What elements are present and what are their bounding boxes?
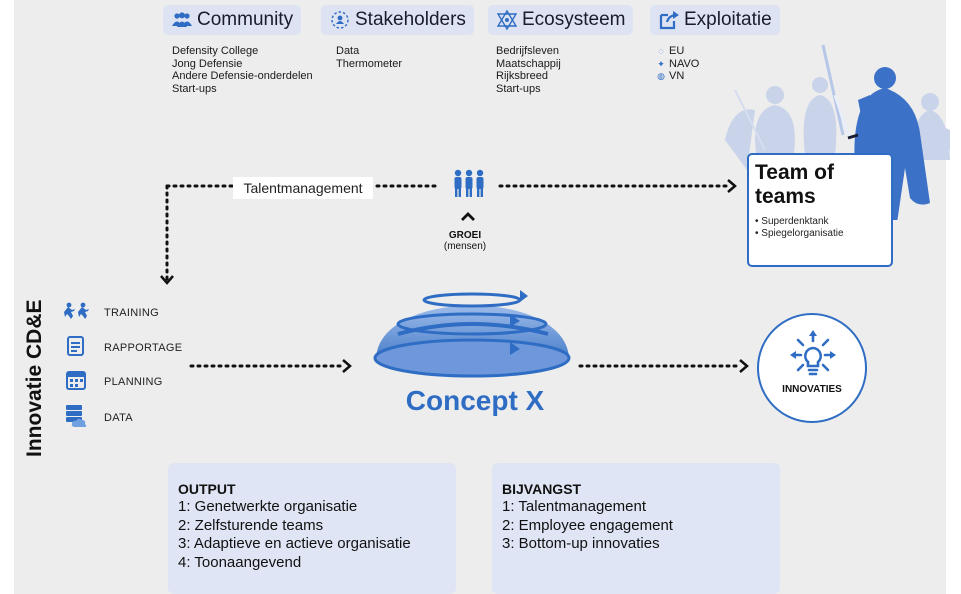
un-emblem-icon: ◍ (657, 71, 665, 81)
input-training: TRAINING (62, 302, 159, 324)
team-bullets: • Superdenktank • Spiegelorganisatie (755, 216, 885, 240)
bijvangst-panel: BIJVANGST 1: Talentmanagement 2: Employe… (492, 463, 780, 594)
list-item: • Superdenktank (755, 216, 829, 227)
concept-dome (373, 290, 571, 378)
panel-title: BIJVANGST (502, 481, 582, 497)
eu-stars-icon: ◌ (658, 46, 664, 56)
community-list: Defensity College Jong Defensie Andere D… (172, 45, 313, 95)
list-item: 1: Genetwerkte organisatie (178, 498, 358, 515)
innovaties-node: INNOVATIES (757, 313, 867, 423)
groei-title: GROEI (448, 230, 482, 241)
talent-connector (160, 184, 442, 285)
list-item: Andere Defensie-onderdelen (172, 70, 313, 82)
document-icon (62, 336, 92, 360)
tag-label: Community (197, 9, 294, 30)
ecosysteem-list: Bedrijfsleven Maatschappij Rijksbreed St… (496, 45, 561, 95)
input-connector (189, 359, 352, 373)
chevron-up-icon (461, 212, 475, 221)
innovaties-label: INNOVATIES (782, 384, 842, 395)
list-item: Thermometer (336, 57, 403, 70)
groei-label: GROEI (mensen) (430, 230, 500, 252)
community-icon (171, 9, 193, 31)
list-item: Maatschappij (496, 57, 561, 70)
team-of-teams-card: Team of teams • Superdenktank • Spiegelo… (747, 153, 893, 267)
team-title-line2: teams (755, 185, 816, 208)
input-rapportage: RAPPORTAGE (62, 336, 182, 360)
input-label: TRAINING (104, 307, 159, 319)
list-item: 3: Adaptieve en actieve organisatie (178, 535, 411, 552)
people-group-icon (454, 169, 484, 197)
list-item: Start-ups (172, 82, 217, 95)
tag-exploitatie: Exploitatie (650, 5, 780, 35)
stakeholders-list: Data Thermometer (336, 45, 402, 70)
list-item: Start-ups (496, 82, 541, 95)
list-item: 2: Employee engagement (502, 516, 673, 534)
calendar-icon (62, 370, 92, 394)
tag-stakeholders: Stakeholders (321, 5, 474, 35)
team-title-line1: Team of (755, 161, 834, 184)
input-label: PLANNING (104, 376, 163, 388)
input-label: DATA (104, 412, 133, 424)
list-item: Rijksbreed (496, 70, 548, 82)
list-item: Bedrijfsleven (496, 45, 559, 57)
list-item: ✦NAVO (657, 57, 700, 70)
list-item: • Spiegelorganisatie (755, 228, 844, 239)
input-label: RAPPORTAGE (104, 342, 183, 354)
list-item: 4: Toonaangevend (178, 553, 302, 571)
stakeholders-icon (329, 9, 351, 31)
list-item: 1: Talentmanagement (502, 498, 646, 515)
list-item: 3: Bottom-up innovaties (502, 535, 660, 552)
output-panel: OUTPUT 1: Genetwerkte organisatie 2: Zel… (168, 463, 456, 594)
list-item: ◌EU (656, 45, 699, 58)
list-item: Jong Defensie (172, 57, 243, 70)
list-item: ◍VN (657, 70, 685, 82)
figures-illustration (725, 44, 950, 220)
ecosystem-icon (496, 9, 518, 31)
lightbulb-icon (790, 330, 836, 376)
input-planning: PLANNING (62, 370, 163, 394)
tag-label: Ecosysteem (522, 9, 626, 30)
database-cloud-icon (62, 404, 92, 432)
list-item: Defensity College (172, 45, 259, 57)
tag-community: Community (163, 5, 302, 35)
team-connector (498, 179, 737, 193)
exploitatie-list: ◌EU ✦NAVO ◍VN (656, 45, 699, 83)
list-item: Data (336, 45, 360, 57)
tag-label: Stakeholders (355, 9, 466, 30)
talent-label: Talentmanagement (233, 177, 373, 199)
list-item: 2: Zelfsturende teams (178, 516, 324, 534)
export-icon (658, 9, 680, 31)
output-connector (578, 359, 749, 373)
running-people-icon (62, 302, 92, 324)
tag-ecosysteem: Ecosysteem (488, 5, 634, 35)
concept-title: Concept X (405, 385, 545, 416)
nato-compass-icon: ✦ (657, 58, 665, 69)
panel-title: OUTPUT (178, 481, 236, 497)
tag-label: Exploitatie (684, 9, 772, 30)
groei-subtitle: (mensen) (443, 241, 487, 252)
input-data: DATA (62, 404, 133, 432)
